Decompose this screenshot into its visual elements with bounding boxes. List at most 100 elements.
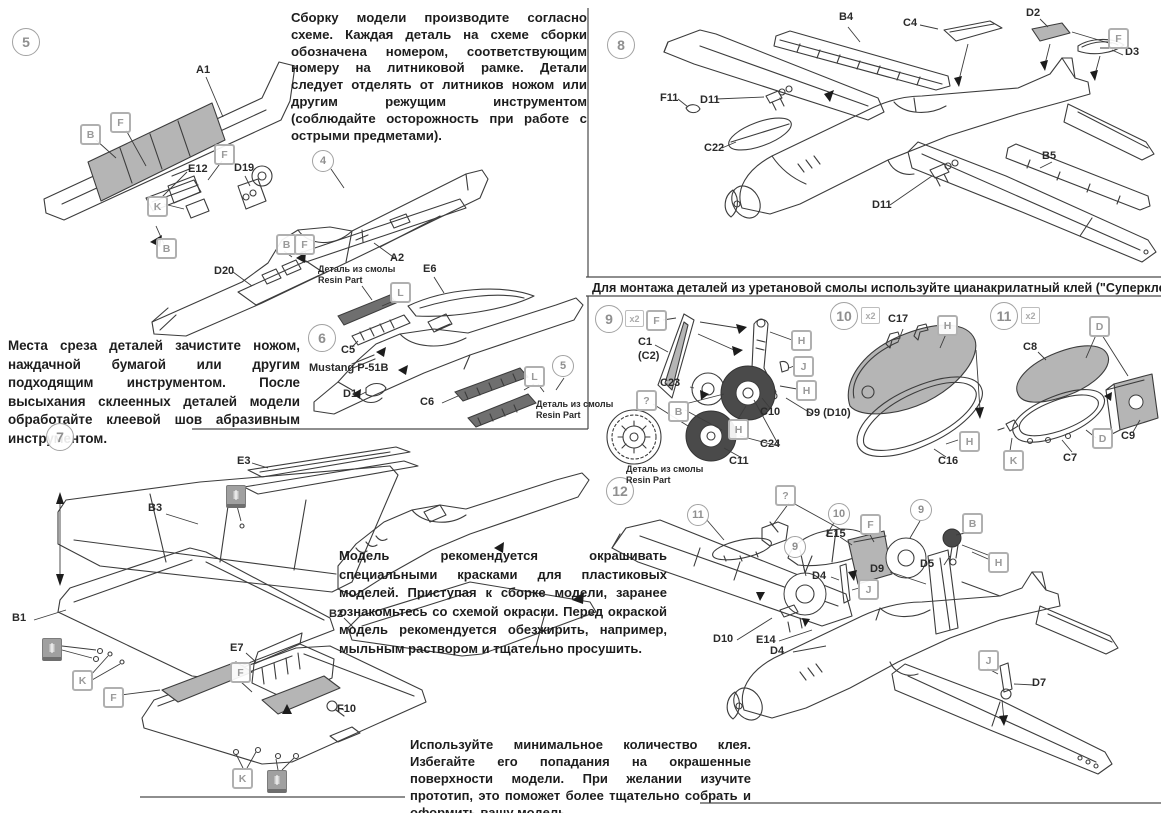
part-group-badge-b: B xyxy=(156,238,177,259)
part-label-c16: C16 xyxy=(938,455,959,467)
part-group-badge-d: D xyxy=(1092,428,1113,449)
screw-icon xyxy=(226,485,246,508)
step-number-12: 12 xyxy=(606,477,634,505)
part-label-d10: D10 xyxy=(713,633,734,645)
part-group-badge-f: F xyxy=(1108,28,1129,49)
part-group-badge-f: F xyxy=(230,662,251,683)
part-group-badge-h: H xyxy=(937,315,958,336)
paragraph-sanding: Места среза деталей зачистите ножом, наж… xyxy=(8,338,300,446)
part-group-badge-h: H xyxy=(959,431,980,452)
part-group-badge-f: F xyxy=(103,687,124,708)
part-label-e3: E3 xyxy=(237,455,251,467)
part-label-b4: B4 xyxy=(839,11,854,23)
part-group-badge-j: J xyxy=(793,356,814,377)
step5-illustration xyxy=(43,61,489,337)
part-label-d4: D4 xyxy=(770,645,785,657)
part-label-f10: F10 xyxy=(337,703,356,715)
part-label-b3: B3 xyxy=(148,502,163,514)
part-label-d9-d10: D9 (D10) xyxy=(806,407,851,419)
part-group-badge-f: F xyxy=(294,234,315,255)
step10-illustration xyxy=(847,323,984,458)
step12-ref-11: 11 xyxy=(687,504,709,526)
resin-note-line2: Resin Part xyxy=(536,410,581,420)
part-group-badge-f: F xyxy=(860,514,881,535)
part-label-c17: C17 xyxy=(888,313,909,325)
step8-illustration xyxy=(663,18,1157,263)
resin-note-line2: Resin Part xyxy=(626,475,671,485)
step12-ref-9a: 9 xyxy=(784,536,806,558)
part-label-e7: E7 xyxy=(230,642,244,654)
part-label-e15: E15 xyxy=(826,528,846,540)
part-label-a2: A2 xyxy=(390,252,405,264)
part-label-e12: E12 xyxy=(188,163,208,175)
part-label-c22: C22 xyxy=(704,142,725,154)
model-name-label: Mustang P-51B xyxy=(309,362,389,374)
step-number-8: 8 xyxy=(607,31,635,59)
part-label-c7: C7 xyxy=(1063,452,1078,464)
part-label-d1: D1 xyxy=(343,388,358,400)
part-label-b5: B5 xyxy=(1042,150,1057,162)
part-label-c8: C8 xyxy=(1023,341,1038,353)
part-group-badge-h: H xyxy=(796,380,817,401)
part-label-c11: C11 xyxy=(729,455,749,467)
step12-illustration xyxy=(611,502,1119,775)
resin-note-line2: Resin Part xyxy=(318,275,363,285)
part-label-c10: C10 xyxy=(760,406,781,418)
part-label-c24: C24 xyxy=(760,438,781,450)
resin-note-line1: Деталь из смолы xyxy=(626,464,704,474)
part-group-badge-k: K xyxy=(232,768,253,789)
step-number-10: 10 xyxy=(830,302,858,330)
part-label-d4: D4 xyxy=(812,570,827,582)
step-ref-5: 5 xyxy=(552,355,574,377)
step-number-5: 5 xyxy=(12,28,40,56)
resin-note-line1: Деталь из смолы xyxy=(318,264,396,274)
part-label-d7: D7 xyxy=(1032,677,1047,689)
paragraph-resin-glue: Для монтажа деталей из уретановой смолы … xyxy=(592,281,1161,295)
resin-note-line1: Деталь из смолы xyxy=(536,399,614,409)
step11-multiplier: x2 xyxy=(1021,307,1040,324)
part-label-b2: B2 xyxy=(329,608,344,620)
part-label-e6: E6 xyxy=(423,263,437,275)
resin-part-note: Деталь из смолы Resin Part xyxy=(536,399,613,421)
screw-icon xyxy=(267,770,287,793)
step-ref-4: 4 xyxy=(312,150,334,172)
part-group-badge-f: F xyxy=(646,310,667,331)
step11-illustration xyxy=(997,334,1159,453)
part-group-badge-l: L xyxy=(524,366,545,387)
step10-multiplier: x2 xyxy=(861,307,880,324)
part-group-badge-b: B xyxy=(962,513,983,534)
part-group-badge-h: H xyxy=(988,552,1009,573)
step12-ref-10: 10 xyxy=(828,503,850,525)
resin-part-note: Деталь из смолы Resin Part xyxy=(318,264,395,286)
part-group-badge-l: L xyxy=(390,282,411,303)
part-label-c1: C1 xyxy=(638,336,653,348)
part-label-d3: D3 xyxy=(1125,46,1140,58)
step7-illustration xyxy=(33,446,597,771)
part-label-c2: (C2) xyxy=(638,350,660,362)
paragraph-min-glue: Используйте минимальное количество клея.… xyxy=(410,737,751,813)
paragraph-painting: Модель рекомендуется окрашивать специаль… xyxy=(339,548,667,656)
step-number-7: 7 xyxy=(46,423,74,451)
part-label-f11: F11 xyxy=(660,92,679,104)
step9-illustration xyxy=(606,313,813,465)
step-number-11: 11 xyxy=(990,302,1018,330)
part-group-badge-h: H xyxy=(791,330,812,351)
step6-illustration xyxy=(313,276,584,428)
part-label-d11: D11 xyxy=(872,199,892,211)
screw-icon xyxy=(42,638,62,661)
step-number-9: 9 xyxy=(595,305,623,333)
part-group-badge-f: F xyxy=(110,112,131,133)
part-label-a1: A1 xyxy=(196,64,211,76)
part-label-e14: E14 xyxy=(756,634,776,646)
part-group-badge-unknown: ? xyxy=(775,485,796,506)
part-label-d11: D11 xyxy=(700,94,720,106)
step9-multiplier: x2 xyxy=(625,310,644,327)
part-group-badge-b: B xyxy=(80,124,101,145)
part-group-badge-k: K xyxy=(72,670,93,691)
part-label-c9: C9 xyxy=(1121,430,1136,442)
resin-part-note: Деталь из смолы Resin Part xyxy=(626,464,703,486)
part-group-badge-k: K xyxy=(1003,450,1024,471)
part-label-d2: D2 xyxy=(1026,7,1041,19)
part-group-badge-k: K xyxy=(147,196,168,217)
